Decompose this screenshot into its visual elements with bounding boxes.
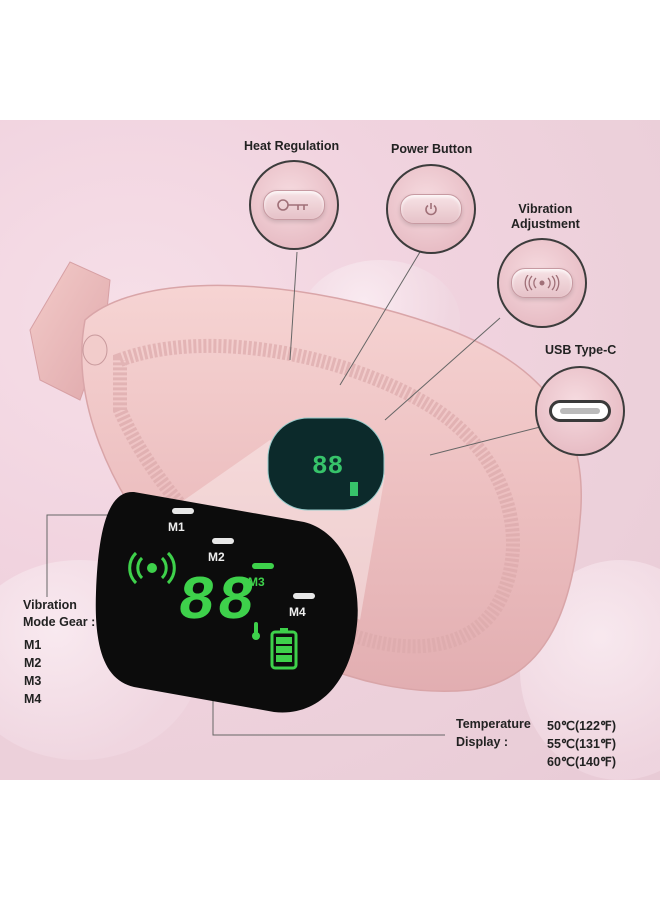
- callout-line-power: [339, 251, 421, 386]
- large-display: [95, 491, 358, 713]
- led-m1: [172, 508, 194, 514]
- temperature-title-line1: Temperature: [456, 717, 531, 731]
- temperature-values: 50℃(122℉) 55℃(131℉) 60℃(140℉): [547, 717, 616, 771]
- vibration-gear-list: M1 M2 M3 M4: [24, 636, 41, 708]
- display-mode-m2: M2: [208, 550, 225, 564]
- temp-value-55: 55℃(131℉): [547, 737, 617, 751]
- side-button: [82, 334, 108, 366]
- gear-m2: M2: [24, 656, 42, 670]
- vibration-wave-icon: [524, 275, 560, 291]
- gear-m3: M3: [24, 674, 42, 688]
- power-icon: [425, 203, 437, 216]
- callout-line-vibration: [384, 317, 501, 421]
- heat-regulation-label: Heat Regulation: [244, 139, 340, 153]
- vibration-adjustment-label: Vibration Adjustment: [511, 202, 580, 231]
- svg-text:88: 88: [312, 451, 343, 481]
- gear-m1: M1: [24, 638, 42, 652]
- power-button-zoom: [386, 164, 476, 254]
- display-mode-m1: M1: [168, 520, 185, 534]
- vibration-title-line1: Vibration: [23, 598, 77, 612]
- led-m3: [252, 563, 274, 569]
- vibration-title-line2: Mode Gear :: [23, 615, 96, 629]
- temp-value-50: 50℃(122℉): [547, 719, 617, 733]
- temp-value-60: 60℃(140℉): [547, 755, 617, 769]
- vibration-adjustment-button[interactable]: [511, 268, 573, 298]
- temperature-title-line2: Display :: [456, 735, 509, 749]
- callout-line-usb: [429, 424, 549, 456]
- vibration-icon: [128, 551, 176, 585]
- callout-line-heat: [289, 251, 298, 361]
- power-button-label: Power Button: [391, 142, 473, 156]
- display-mode-m3: M3: [248, 575, 265, 589]
- key-icon: [277, 199, 308, 211]
- thermometer-icon: [252, 622, 260, 640]
- usb-c-port-icon: [549, 400, 611, 422]
- usb-type-c-zoom: [535, 366, 625, 456]
- vibration-adjustment-zoom: [497, 238, 587, 328]
- heat-regulation-zoom: [249, 160, 339, 250]
- led-m4: [293, 593, 315, 599]
- heat-regulation-button[interactable]: [263, 190, 325, 220]
- gear-m4: M4: [24, 692, 42, 706]
- led-m2: [212, 538, 234, 544]
- display-mode-m4: M4: [289, 605, 306, 619]
- battery-icon: [270, 628, 298, 670]
- power-button[interactable]: [400, 194, 462, 224]
- usb-type-c-label: USB Type-C: [545, 343, 617, 357]
